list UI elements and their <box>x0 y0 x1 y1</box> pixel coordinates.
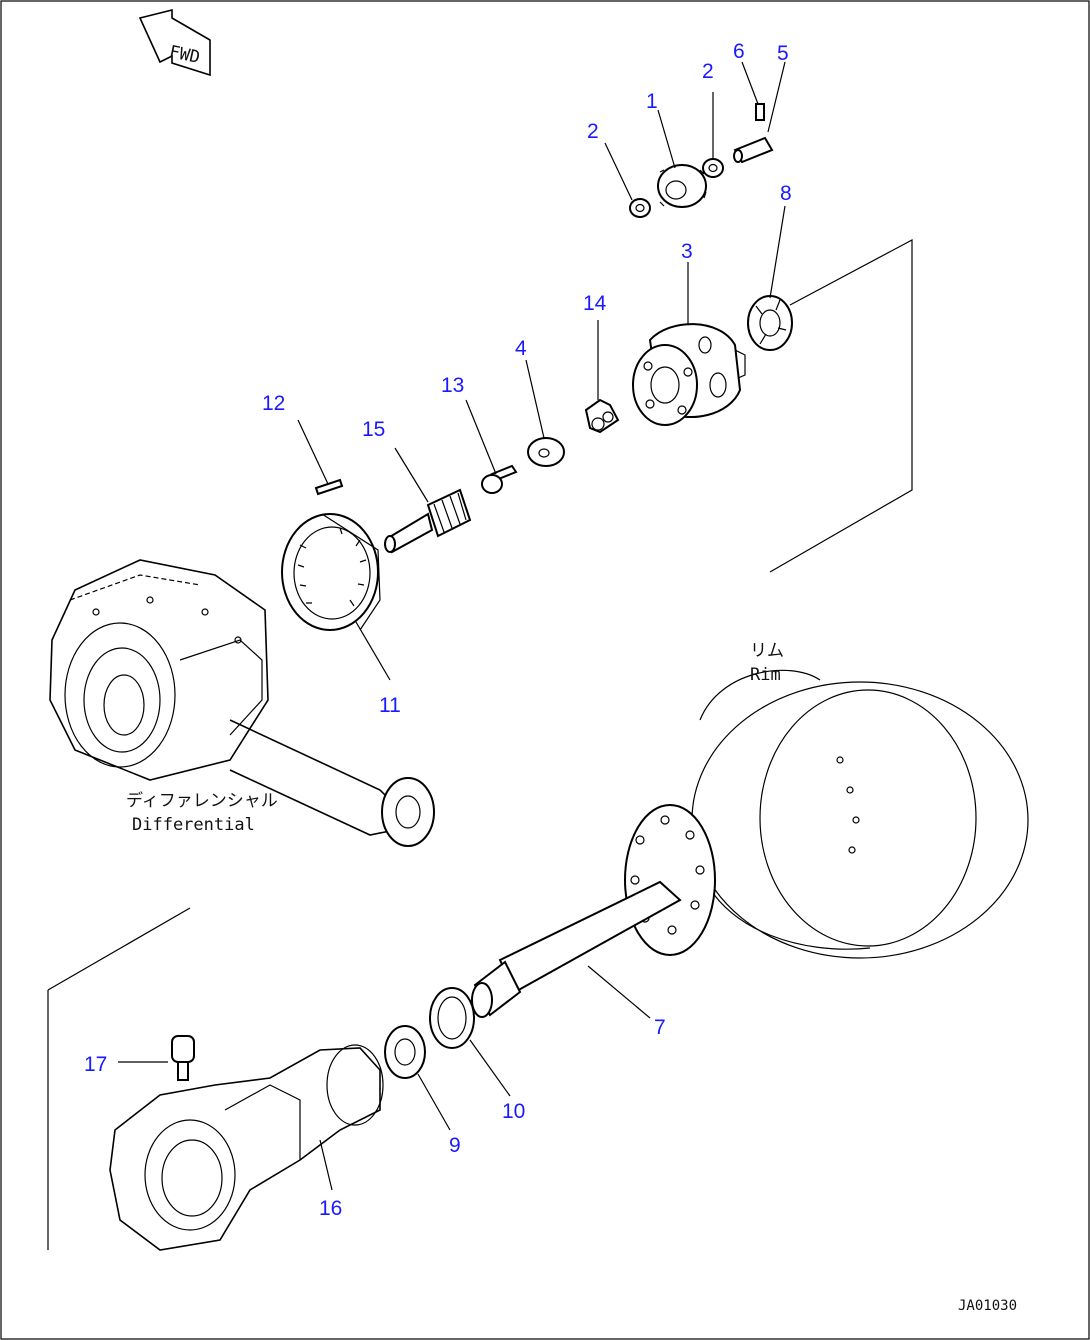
part-5-pin <box>733 136 774 164</box>
part-11-ring-gear <box>281 513 381 631</box>
callout-3: 3 <box>681 240 693 263</box>
part-12-pin <box>314 478 344 496</box>
part-2-nut-left <box>629 198 651 218</box>
figure-code: JA01030 <box>958 1298 1017 1314</box>
callout-10: 10 <box>502 1100 525 1123</box>
rim-caption-en: Rim <box>750 665 781 685</box>
callout-8: 8 <box>780 182 792 205</box>
part-2-nut-right <box>702 158 724 178</box>
differential-housing <box>49 559 435 847</box>
part-10-seal <box>429 987 475 1049</box>
wheel-rim <box>691 669 1029 959</box>
callout-17: 17 <box>84 1053 107 1076</box>
part-13-bolt <box>481 464 518 494</box>
callout-16: 16 <box>319 1197 342 1220</box>
callout-2-right: 2 <box>702 60 714 83</box>
callout-6: 6 <box>733 40 745 63</box>
part-8-bearing <box>747 295 793 351</box>
part-7-axle-shaft <box>471 804 716 1018</box>
callout-4: 4 <box>515 337 527 360</box>
differential-caption-jp: ディファレンシャル <box>126 790 278 811</box>
leader-lines <box>118 61 786 1191</box>
part-16-axle-housing <box>109 1044 384 1251</box>
part-14-lock-plate <box>584 398 620 434</box>
part-4-washer <box>527 437 565 467</box>
rim-caption-jp: リム <box>750 641 784 661</box>
callout-12: 12 <box>262 392 285 415</box>
callout-14: 14 <box>583 292 607 315</box>
differential-caption-en: Differential <box>132 815 255 835</box>
callout-1: 1 <box>646 90 658 113</box>
part-17-breather <box>171 1035 195 1081</box>
boundary-lines <box>47 239 913 1250</box>
callout-9: 9 <box>449 1134 461 1157</box>
callout-5: 5 <box>777 42 789 65</box>
fwd-caption: FWD <box>167 42 201 68</box>
callout-2-left: 2 <box>587 120 599 143</box>
fwd-arrow-icon: FWD <box>138 8 211 77</box>
part-1-gear <box>657 164 707 208</box>
part-15-sun-gear-shaft <box>384 488 472 554</box>
callout-15: 15 <box>362 418 385 441</box>
callout-13: 13 <box>441 374 464 397</box>
callout-7: 7 <box>654 1016 666 1039</box>
part-6-pin <box>755 103 765 121</box>
part-9-bearing <box>384 1025 426 1079</box>
callout-11: 11 <box>379 694 401 717</box>
part-3-carrier <box>632 323 746 426</box>
